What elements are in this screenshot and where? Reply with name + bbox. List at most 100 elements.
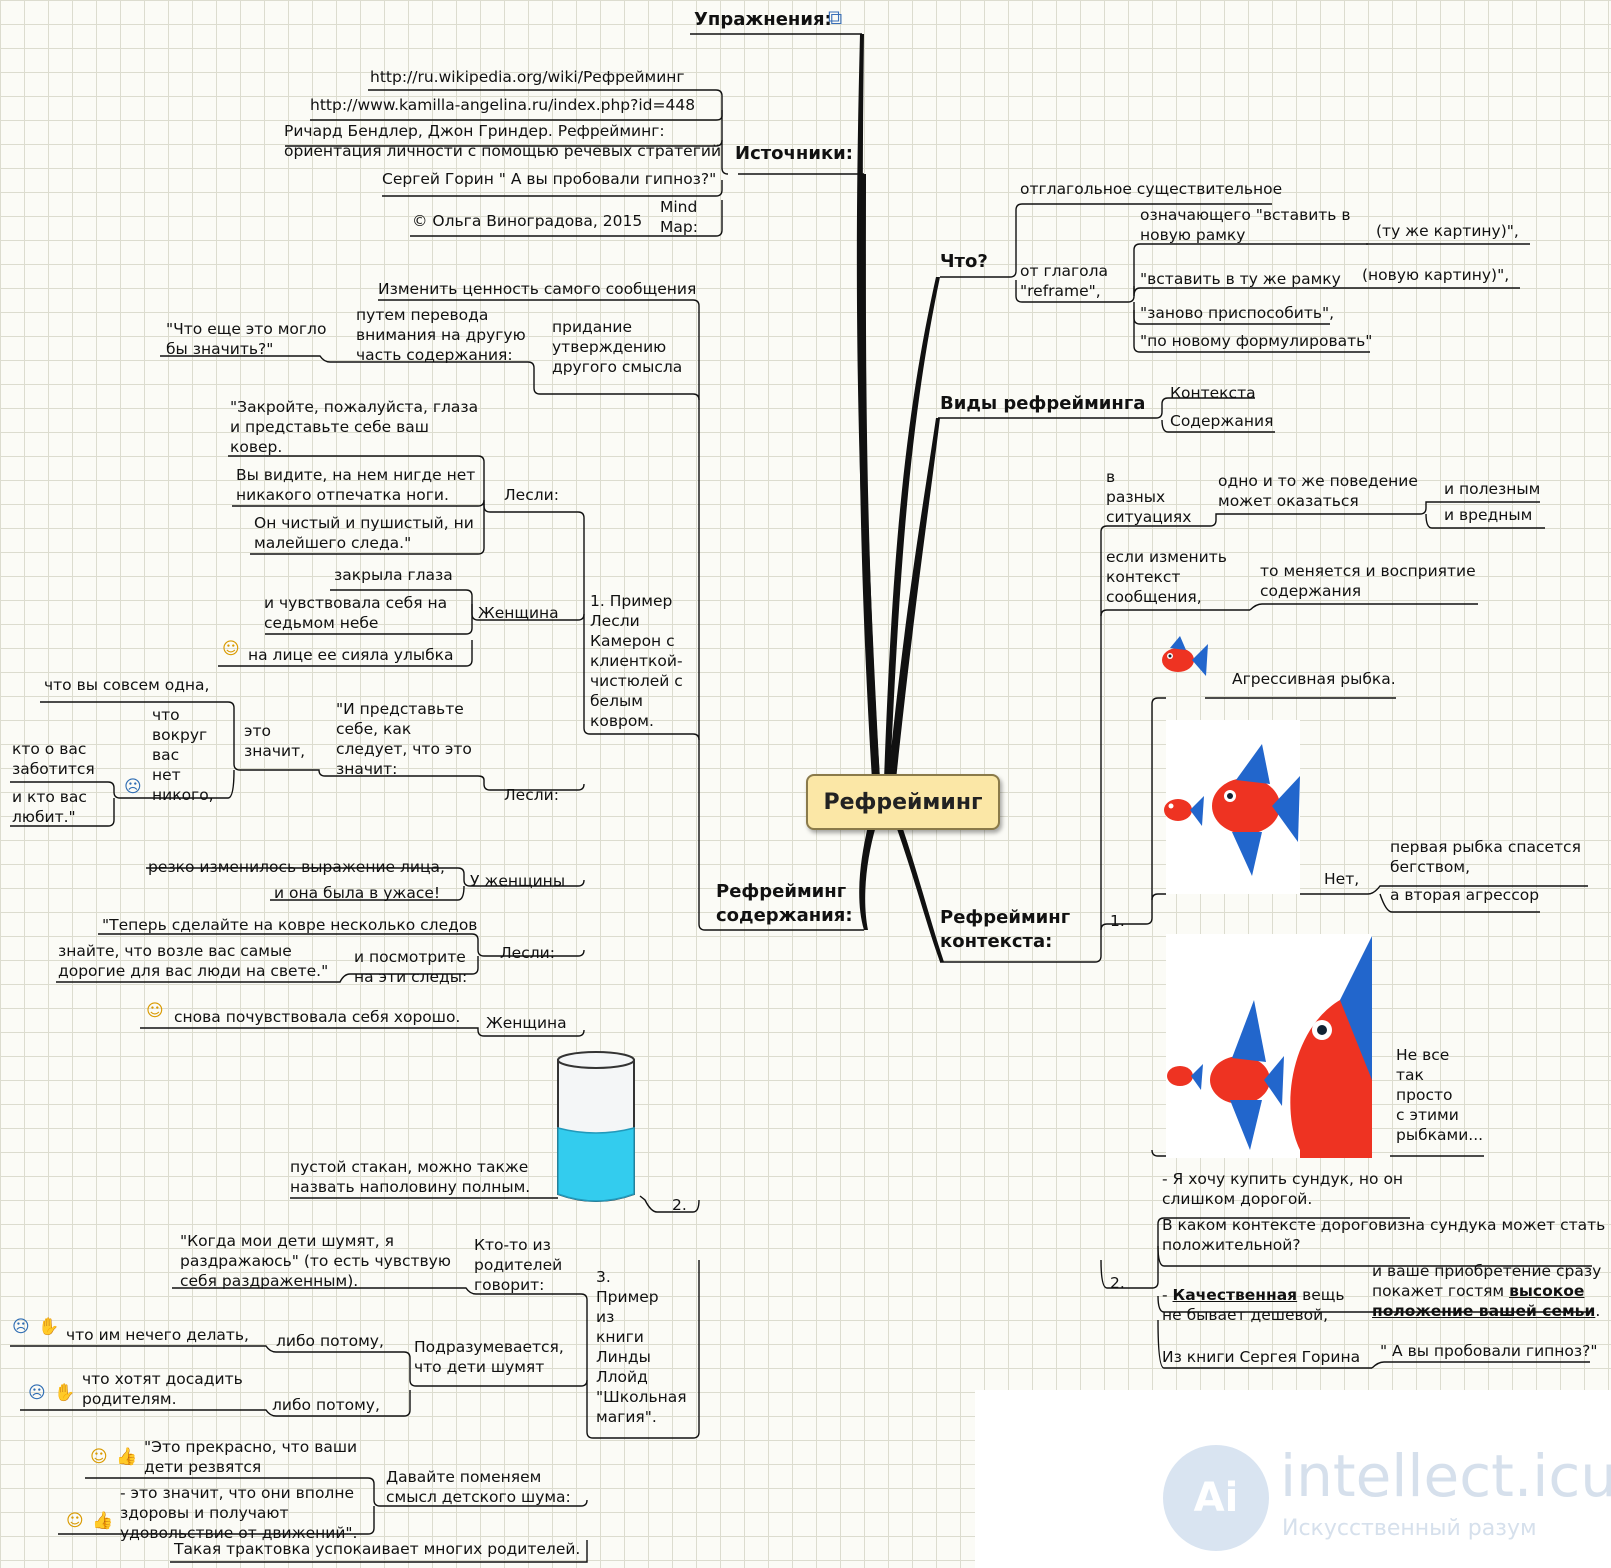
book-text[interactable]: Из книги Сергея Горина: [1162, 1348, 1361, 1366]
not-simple-1[interactable]: Не все: [1396, 1046, 1450, 1064]
perception-2[interactable]: содержания: [1260, 582, 1362, 600]
content-reframing-label-2[interactable]: содержания:: [716, 905, 853, 926]
from-verb-2[interactable]: "reframe",: [1020, 282, 1101, 300]
glass-1[interactable]: пустой стакан, можно также: [290, 1158, 529, 1176]
example3-2[interactable]: Пример: [596, 1288, 659, 1306]
source-item[interactable]: http://www.kamilla-angelina.ru/index.php…: [310, 96, 696, 114]
perception-1[interactable]: то меняется и восприятие: [1260, 562, 1476, 580]
example1-3[interactable]: Камерон с: [590, 632, 675, 650]
parent-3[interactable]: говорит:: [474, 1276, 545, 1294]
meaning-1c[interactable]: (ту же картину)",: [1376, 222, 1519, 240]
give-meaning-2[interactable]: утверждению: [552, 338, 667, 356]
imagine-2[interactable]: себе, как: [336, 720, 412, 738]
situ-1[interactable]: в: [1106, 468, 1116, 486]
woman-1[interactable]: Женщина: [478, 604, 559, 622]
close-eyes-2[interactable]: и представьте себе ваш: [230, 418, 429, 436]
type-content[interactable]: Содержания: [1170, 412, 1274, 430]
seventh-1[interactable]: и чувствовала себя на: [264, 594, 448, 612]
kids-noise-3[interactable]: себя раздраженным).: [180, 1272, 359, 1290]
aggressor-text[interactable]: а вторая агрессор: [1390, 886, 1540, 904]
nobody-1[interactable]: что: [152, 706, 180, 724]
noun-text[interactable]: отглагольное существительное: [1020, 180, 1283, 198]
source-item[interactable]: http://ru.wikipedia.org/wiki/Рефрейминг: [370, 68, 685, 86]
what-else-2[interactable]: бы значить?": [166, 340, 274, 358]
quality-line-2[interactable]: не бывает дешевой,: [1162, 1306, 1329, 1324]
from-verb-1[interactable]: от глагола: [1020, 262, 1109, 280]
exercises-label[interactable]: Упражнения:: [694, 9, 832, 30]
purchase-3[interactable]: положение вашей семьи.: [1372, 1302, 1601, 1320]
imagine-1[interactable]: "И представьте: [336, 700, 464, 718]
calms-text[interactable]: Такая трактовка успокаивает многих родит…: [174, 1540, 581, 1558]
look-2[interactable]: на эти следы:: [354, 968, 468, 986]
means-1[interactable]: это: [244, 722, 272, 740]
wonderful-1[interactable]: "Это прекрасно, что ваши: [144, 1438, 358, 1456]
change-meaning-2[interactable]: смысл детского шума:: [386, 1488, 571, 1506]
seventh-2[interactable]: седьмом небе: [264, 614, 379, 632]
because-2[interactable]: либо потому,: [272, 1396, 380, 1414]
situ-3[interactable]: ситуациях: [1106, 508, 1192, 526]
you-see-2[interactable]: никакого отпечатка ноги.: [236, 486, 449, 504]
shift-2[interactable]: внимания на другую: [356, 326, 526, 344]
wonderful-2[interactable]: дети резвятся: [144, 1458, 262, 1476]
who-loves-2[interactable]: любит.": [12, 808, 76, 826]
annoy-1[interactable]: что хотят досадить: [82, 1370, 243, 1388]
leslie-3[interactable]: Лесли:: [500, 944, 555, 962]
imagine-3[interactable]: следует, что это: [336, 740, 472, 758]
nobody-2[interactable]: вокруг: [152, 726, 208, 744]
content-reframing-label-1[interactable]: Рефрейминг: [716, 881, 847, 902]
means-2[interactable]: значит,: [244, 742, 306, 760]
healthy-3[interactable]: удовольствие от движений".: [120, 1524, 358, 1542]
no-text[interactable]: Нет,: [1324, 870, 1360, 888]
network-icon[interactable]: ⧉: [828, 5, 843, 29]
know-2[interactable]: дорогие для вас люди на свете.": [58, 962, 329, 980]
root-node[interactable]: Рефрейминг: [806, 774, 1000, 830]
question-2[interactable]: положительной?: [1162, 1236, 1301, 1254]
nobody-4[interactable]: нет: [152, 766, 181, 784]
harmful-text[interactable]: и вредным: [1444, 506, 1533, 524]
chest-2[interactable]: слишком дорогой.: [1162, 1190, 1313, 1208]
healthy-1[interactable]: - это значит, что они вполне: [120, 1484, 354, 1502]
context-num-2[interactable]: 2.: [1110, 1274, 1125, 1292]
ifchange-2[interactable]: контекст: [1106, 568, 1181, 586]
clean-2[interactable]: малейшего следа.": [254, 534, 412, 552]
horror-text[interactable]: и она была в ужасе!: [274, 884, 441, 902]
content-num-2[interactable]: 2.: [672, 1196, 687, 1214]
you-see-1[interactable]: Вы видите, на нем нигде нет: [236, 466, 476, 484]
steps-text[interactable]: "Теперь сделайте на ковре несколько след…: [102, 916, 478, 934]
source-item[interactable]: ориентация личности с помощью речевых ст…: [284, 142, 722, 160]
what-else-1[interactable]: "Что еще это могло: [166, 320, 327, 338]
kids-noise-2[interactable]: раздражаюсь" (то есть чувствую: [180, 1252, 451, 1270]
example3-8[interactable]: магия".: [596, 1408, 657, 1426]
implied-1[interactable]: Подразумевается,: [414, 1338, 564, 1356]
implied-2[interactable]: что дети шумят: [414, 1358, 545, 1376]
meaning-4[interactable]: "по новому формулировать": [1140, 332, 1373, 350]
example3-5[interactable]: Линды: [596, 1348, 651, 1366]
glass-2[interactable]: назвать наполовину полным.: [290, 1178, 531, 1196]
nobody-5[interactable]: никого,: [152, 786, 214, 804]
situ-2[interactable]: разных: [1106, 488, 1166, 506]
close-eyes-1[interactable]: "Закройте, пожалуйста, глаза: [230, 398, 479, 416]
source-item[interactable]: Ричард Бендлер, Джон Гриндер. Рефрейминг…: [284, 122, 665, 140]
same-behavior-2[interactable]: может оказаться: [1218, 492, 1359, 510]
nobody-3[interactable]: вас: [152, 746, 180, 764]
meaning-2a[interactable]: "вставить в ту же рамку: [1140, 270, 1341, 288]
context-reframing-label-1[interactable]: Рефрейминг: [940, 907, 1071, 928]
leslie-2[interactable]: Лесли:: [504, 786, 559, 804]
meaning-3[interactable]: "заново приспособить",: [1140, 304, 1335, 322]
who-cares-1[interactable]: кто о вас: [12, 740, 87, 758]
meaning-1a[interactable]: означающего "вставить в: [1140, 206, 1351, 224]
sources-label[interactable]: Источники:: [735, 143, 853, 164]
example1-4[interactable]: клиенткой-: [590, 652, 683, 670]
type-context[interactable]: Контекста: [1170, 384, 1256, 402]
meaning-1b[interactable]: новую рамку: [1140, 226, 1246, 244]
meaning-2b[interactable]: (новую картину)",: [1362, 266, 1510, 284]
close-eyes-3[interactable]: ковер.: [230, 438, 283, 456]
give-meaning-1[interactable]: придание: [552, 318, 633, 336]
ifchange-1[interactable]: если изменить: [1106, 548, 1227, 566]
change-value-text[interactable]: Изменить ценность самого сообщения: [378, 280, 697, 298]
purchase-1[interactable]: и ваше приобретение сразу: [1372, 1262, 1602, 1280]
purchase-2[interactable]: покажет гостям высокое: [1372, 1282, 1585, 1300]
not-simple-4[interactable]: с этими: [1396, 1106, 1459, 1124]
clean-1[interactable]: Он чистый и пушистый, ни: [254, 514, 474, 532]
change-meaning-1[interactable]: Давайте поменяем: [386, 1468, 542, 1486]
